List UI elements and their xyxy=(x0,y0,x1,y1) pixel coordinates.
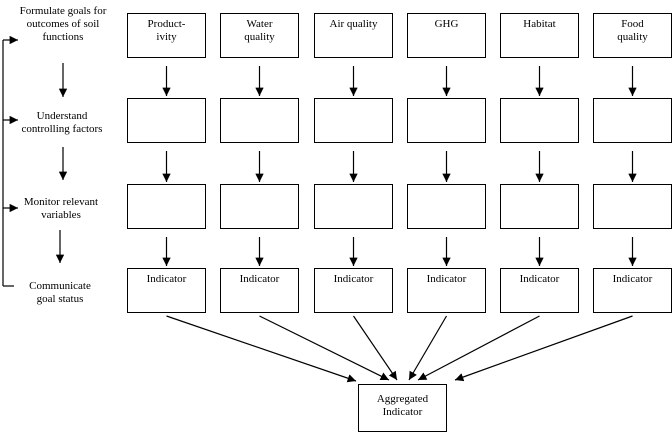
step-label-communicate: Communicate goal status xyxy=(29,280,91,305)
factors-box-water-quality xyxy=(220,98,299,143)
function-box-food-quality: Food quality xyxy=(593,13,672,58)
function-box-product-ivity: Product- ivity xyxy=(127,13,206,58)
variables-box-water-quality xyxy=(220,184,299,229)
aggregate-arrow-food-quality xyxy=(454,315,633,382)
factors-box-habitat xyxy=(500,98,579,143)
factors-box-product-ivity xyxy=(127,98,206,143)
function-box-water-quality: Water quality xyxy=(220,13,299,58)
step-label-formulate: Formulate goals for outcomes of soil fun… xyxy=(19,5,107,43)
function-box-habitat: Habitat xyxy=(500,13,579,58)
aggregated-indicator-box: Aggregated Indicator xyxy=(358,384,447,432)
indicator-box-habitat: Indicator xyxy=(500,268,579,313)
variables-box-ghg xyxy=(407,184,486,229)
aggregate-arrow-habitat xyxy=(417,315,540,381)
indicator-box-food-quality: Indicator xyxy=(593,268,672,313)
variables-box-product-ivity xyxy=(127,184,206,229)
step-label-monitor: Monitor relevant variables xyxy=(23,196,99,221)
indicator-box-product-ivity: Indicator xyxy=(127,268,206,313)
aggregate-arrow-product-ivity xyxy=(166,315,357,383)
variables-box-food-quality xyxy=(593,184,672,229)
variables-box-habitat xyxy=(500,184,579,229)
function-box-ghg: GHG xyxy=(407,13,486,58)
factors-box-air-quality xyxy=(314,98,393,143)
indicator-box-water-quality: Indicator xyxy=(220,268,299,313)
variables-box-air-quality xyxy=(314,184,393,229)
aggregate-arrow-water-quality xyxy=(259,315,390,381)
indicator-box-ghg: Indicator xyxy=(407,268,486,313)
factors-box-food-quality xyxy=(593,98,672,143)
aggregate-arrow-air-quality xyxy=(353,315,398,381)
indicator-box-air-quality: Indicator xyxy=(314,268,393,313)
factors-box-ghg xyxy=(407,98,486,143)
function-box-air-quality: Air quality xyxy=(314,13,393,58)
aggregate-arrow-ghg xyxy=(408,315,448,381)
step-label-understand: Understand controlling factors xyxy=(21,110,103,135)
